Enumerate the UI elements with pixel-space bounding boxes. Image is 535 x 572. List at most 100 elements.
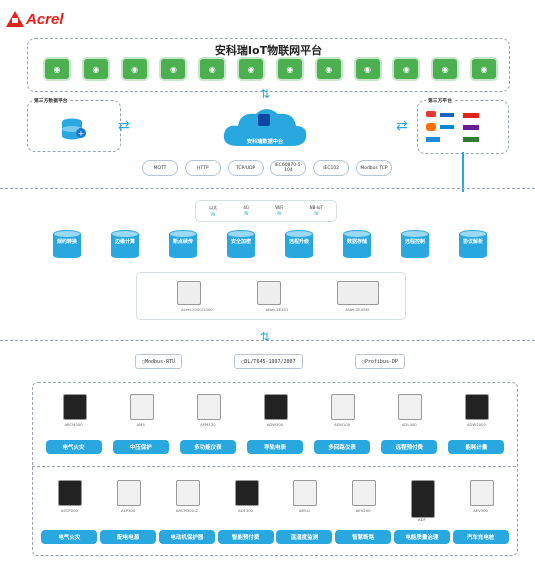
updown-arrow-icon-2: ⇅ <box>260 330 271 344</box>
function-label: 远程升级 <box>288 239 309 245</box>
device-image <box>352 480 377 506</box>
device-category-button[interactable]: 配电电源 <box>100 530 157 544</box>
device-category-button[interactable]: 导轨电表 <box>247 440 303 454</box>
device-image <box>469 480 494 506</box>
field-protocols-row: ▢ Modbus-RTU▢ DL/T645-1997/2007▢ Profibu… <box>135 354 405 369</box>
unicom-logo-icon <box>463 137 479 142</box>
device-category-button[interactable]: 多功能仪表 <box>179 440 236 454</box>
device-image <box>293 480 318 506</box>
device-model: AEV200 <box>355 508 371 513</box>
device-model: ARCM300-Z <box>175 508 198 513</box>
device-category-button[interactable]: 电能质量治理 <box>393 530 450 544</box>
divider-top <box>0 188 535 189</box>
function-label: 断点续传 <box>172 239 193 245</box>
function-cylinder: 数据存储 <box>343 230 371 260</box>
app-icon[interactable]: 电能◉ <box>275 57 304 81</box>
wifi-icon: ≋ <box>210 210 216 218</box>
device-category-button[interactable]: 电气火灾 <box>41 530 98 544</box>
device-model: ARCM300 <box>64 422 83 427</box>
function-cylinder: 远程控制 <box>401 230 429 260</box>
device-category-button[interactable]: 智能预付费 <box>217 530 274 544</box>
app-glyph-icon: ◉ <box>480 64 488 74</box>
acrel-logo: Acrel <box>6 10 64 28</box>
app-icon[interactable]: 能源◉ <box>43 57 71 81</box>
mobile-logo-icon <box>426 137 440 142</box>
gateway-item: 以太≋ <box>209 205 217 218</box>
device-category-button[interactable]: 中压保护 <box>112 440 169 454</box>
protocol-cloud: MQTT <box>142 160 178 176</box>
device-image <box>331 394 356 420</box>
protocol-label: Modbus-RTU <box>145 358 176 365</box>
app-icon[interactable]: 消防◉ <box>314 57 343 81</box>
device-category-button[interactable]: 电气火灾 <box>45 440 102 454</box>
app-icon[interactable]: 照明◉ <box>237 57 266 81</box>
device-image <box>175 480 200 506</box>
database-icon: + <box>62 118 86 140</box>
function-label: 远程控制 <box>404 239 425 245</box>
app-glyph-icon: ◉ <box>131 64 139 74</box>
right-left-arrow-icon: ⇄ <box>396 118 408 134</box>
app-icon[interactable]: 设备◉ <box>353 57 382 81</box>
protocol-cloud: HTTP <box>184 160 221 176</box>
app-icon[interactable]: 储能◉ <box>431 57 460 81</box>
protocol-cloud: IEC60870-5-104 <box>270 160 307 176</box>
svg-text:+: + <box>78 129 85 138</box>
device-category-button[interactable]: 汽车充电桩 <box>452 530 509 544</box>
protocol-tag: ▢ Profibus-DP <box>354 354 405 369</box>
app-icon[interactable]: 水务◉ <box>198 57 227 81</box>
device-model: ADF300 <box>238 508 254 513</box>
device-model: ALP300 <box>121 508 136 513</box>
cloud-logo-icon <box>440 125 454 129</box>
device-category-button[interactable]: 电动机保护器 <box>158 530 215 544</box>
function-cylinder: 安全加密 <box>227 230 255 260</box>
app-glyph-icon: ◉ <box>441 64 449 74</box>
protocol-label: DL/T645-1997/2007 <box>244 358 296 365</box>
brand-logo-icon <box>463 113 479 118</box>
protocol-label: Profibus-DP <box>364 358 398 365</box>
device-image <box>398 394 423 420</box>
device-image <box>410 480 435 518</box>
app-glyph-icon: ◉ <box>364 64 371 74</box>
divider-middle <box>0 340 535 341</box>
function-label: 安全加密 <box>230 239 251 245</box>
function-cylinder: 边缘计算 <box>111 230 139 260</box>
app-icon[interactable]: 光伏◉ <box>392 57 421 81</box>
data-hub-icon <box>258 114 270 126</box>
protocol-icon: ▢ <box>241 358 245 365</box>
app-icon[interactable]: 环境◉ <box>159 57 188 81</box>
app-icon[interactable]: 电力◉ <box>81 57 110 81</box>
gateway-item: WiFi≋ <box>275 205 283 217</box>
app-glyph-icon: ◉ <box>169 64 177 74</box>
device-model: ADF <box>418 517 426 522</box>
right-connector-line <box>462 152 464 192</box>
function-cylinder: 断点续传 <box>169 230 197 260</box>
partner-logo-icon <box>463 125 479 130</box>
gateway-panel: 以太≋4G≋WiFi≋NB-IoT≋ <box>195 200 337 222</box>
functions-row: 规约转换边缘计算断点续传安全加密远程升级数据存储远程控制协议解析 <box>53 230 487 264</box>
device-model: AM5 <box>136 422 145 427</box>
gateway-item: 4G≋ <box>243 205 249 217</box>
protocol-cloud: TCP/UDP <box>227 160 264 176</box>
function-label: 规约转换 <box>56 239 77 245</box>
app-icon[interactable]: 充电◉ <box>469 57 498 81</box>
device-category-button[interactable]: 多回路仪表 <box>314 440 371 454</box>
gateway-label: WiFi <box>275 205 284 210</box>
device-category-button[interactable]: 智慧断路 <box>335 530 392 544</box>
device-model: AEW100 <box>334 422 351 427</box>
device-category-button[interactable]: 温湿度监测 <box>276 530 333 544</box>
app-icon[interactable]: 安全◉ <box>120 57 149 81</box>
app-glyph-icon: ◉ <box>247 64 255 74</box>
device-model: APM520 <box>200 422 216 427</box>
device-image <box>234 480 259 506</box>
updown-arrow-icon: ⇅ <box>260 87 271 101</box>
app-glyph-icon: ◉ <box>402 64 410 74</box>
gateway-label: 以太 <box>209 204 218 210</box>
device-category-button[interactable]: 远程预付费 <box>381 440 438 454</box>
device-model: ADW2000 <box>466 422 486 427</box>
device-category-button[interactable]: 能耗计量 <box>448 440 505 454</box>
third-platform-label: 第三方平台 <box>426 97 454 104</box>
wifi-icon: ≋ <box>313 210 319 217</box>
collector-device <box>257 281 281 305</box>
